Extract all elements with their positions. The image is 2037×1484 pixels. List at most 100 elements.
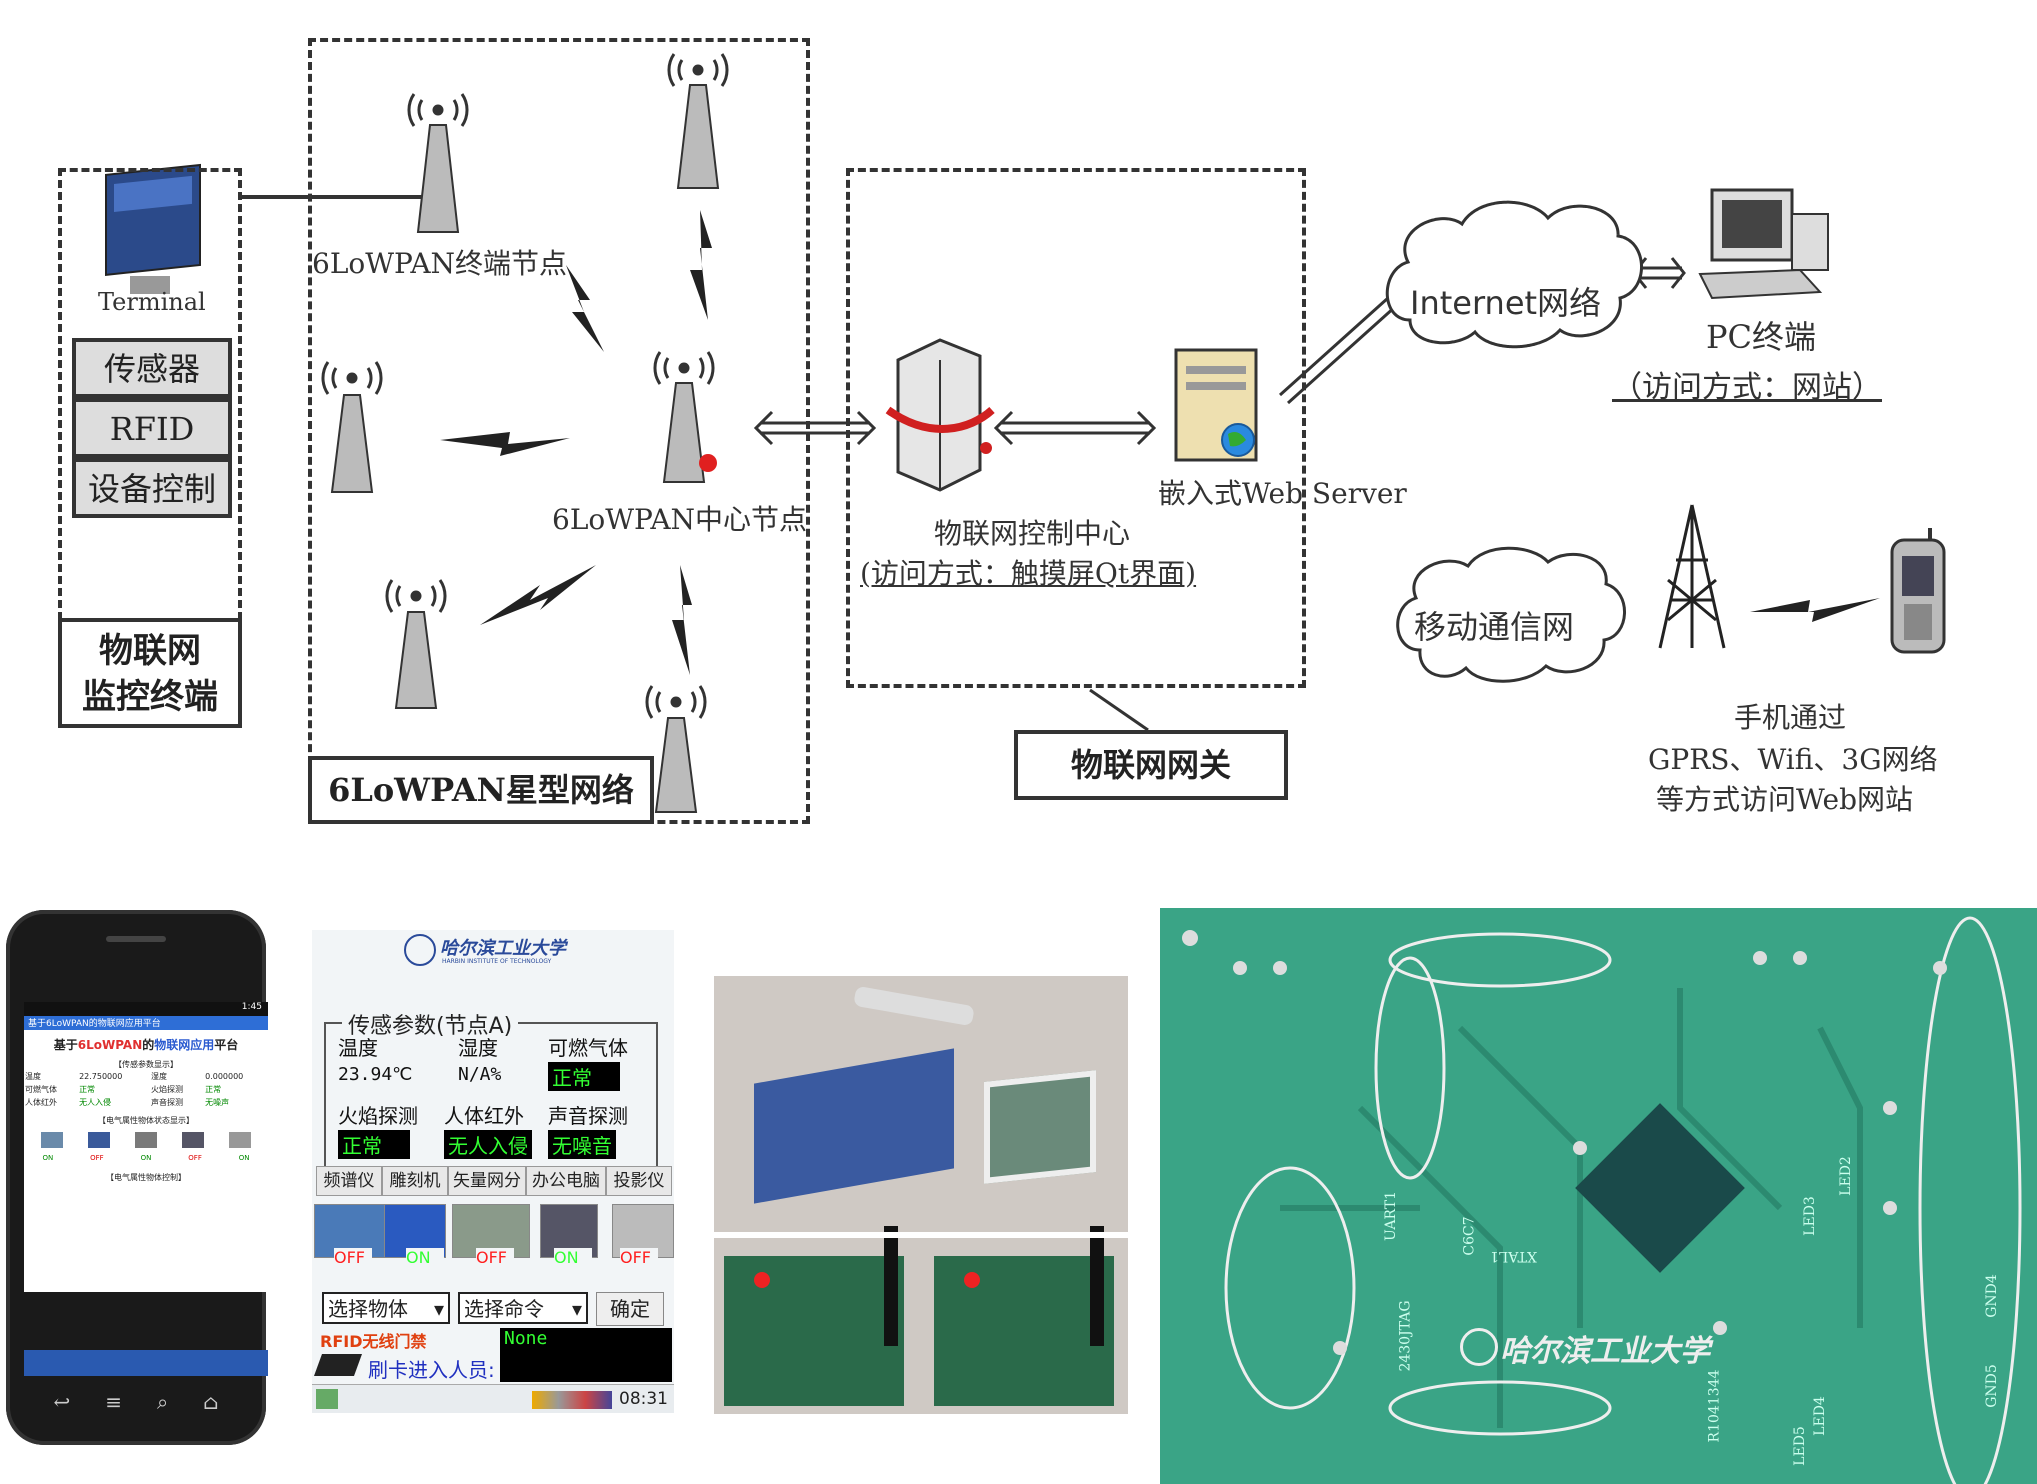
phone-header-part: 平台 <box>214 1038 239 1052</box>
phone-device-states: ON OFF ON OFF ON <box>24 1154 268 1162</box>
phone-screen: 1:45 基于6LoWPAN的物联网应用平台 基于6LoWPAN的物联网应用平台… <box>24 1002 268 1292</box>
web-server-icon <box>1174 348 1258 462</box>
cell: 0.000000 <box>205 1072 244 1081</box>
tab-engraver[interactable]: 雕刻机 <box>382 1166 448 1196</box>
cell: 可燃气体 <box>25 1085 57 1094</box>
home-icon[interactable]: ⌂ <box>203 1390 219 1414</box>
sensor-box: 传感器 <box>72 338 232 398</box>
led-red <box>754 1272 770 1288</box>
phone-note-line2: GPRS、Wifi、3G网络 <box>1648 743 1938 776</box>
device-icon <box>134 1132 157 1148</box>
switch-vna[interactable]: OFF <box>476 1248 514 1274</box>
humidity-value: N/A% <box>458 1064 502 1085</box>
internet-label: Internet网络 <box>1410 284 1602 322</box>
phone-header-part: 6LoWPAN <box>77 1038 143 1052</box>
qt-group-title: 传感参数(节点A) <box>342 1008 519 1040</box>
tab-office-pc[interactable]: 办公电脑 <box>526 1166 606 1196</box>
sensor-label: 传感器 <box>103 350 200 388</box>
web-server-label: 嵌入式Web Server <box>1158 477 1407 510</box>
tab-vna[interactable]: 矢量网分 <box>448 1166 526 1196</box>
cell: 无噪声 <box>205 1098 230 1107</box>
pcb-label: GND4 <box>1983 1274 2000 1318</box>
device-state: ON <box>42 1154 54 1162</box>
node-board-left <box>724 1256 904 1406</box>
gateway-group <box>846 168 1306 688</box>
menu-icon[interactable]: ≡ <box>105 1390 122 1414</box>
monitor-terminal-box: 物联网 监控终端 <box>58 618 242 728</box>
card-reader-icon <box>313 1354 363 1376</box>
gas-label: 可燃气体 <box>548 1036 628 1060</box>
pcb-label: 2430JTAG <box>1397 1300 1414 1372</box>
phone-note-line3: 等方式访问Web网站 <box>1656 783 1913 816</box>
sensor-node-icon <box>330 84 720 813</box>
device-state: OFF <box>90 1154 104 1162</box>
device-icon <box>229 1132 252 1148</box>
qt-university-logo <box>404 934 436 966</box>
switch-office-pc[interactable]: ON <box>554 1248 592 1274</box>
select-object-dropdown[interactable]: 选择物体 ▾ <box>322 1292 450 1324</box>
usb-cable <box>853 985 975 1027</box>
rfid-title: RFID无线门禁 <box>320 1332 427 1351</box>
switch-projector[interactable]: OFF <box>620 1248 658 1274</box>
pcb-university-text: 哈尔滨工业大学 <box>1500 1334 1710 1369</box>
select-command-dropdown[interactable]: 选择命令 ▾ <box>458 1292 588 1324</box>
switch-spectrum[interactable]: OFF <box>334 1248 372 1274</box>
cell: 温度 <box>25 1072 41 1081</box>
tab-spectrum[interactable]: 频谱仪 <box>316 1166 382 1196</box>
cell-tower-icon <box>1658 504 1726 649</box>
table-row: 可燃气体正常火焰探测正常 <box>24 1083 268 1096</box>
back-icon[interactable]: ↩ <box>53 1390 71 1414</box>
control-center-label: 物联网控制中心 <box>934 517 1131 550</box>
touch-screen <box>984 1070 1096 1184</box>
monitor-label-line2: 监控终端 <box>82 677 218 717</box>
antenna-right <box>1090 1226 1104 1346</box>
device-state: OFF <box>188 1154 202 1162</box>
device-state: ON <box>140 1154 152 1162</box>
control-center-server-icon <box>885 338 995 492</box>
pc-terminal-icon <box>1698 188 1829 300</box>
temp-value: 23.94℃ <box>338 1064 413 1085</box>
ir-status: 无人入侵 <box>444 1130 532 1159</box>
confirm-button[interactable]: 确定 <box>596 1292 664 1326</box>
star-network-box: 6LoWPAN星型网络 <box>308 756 654 824</box>
monitor-label-line1: 物联网 <box>99 631 201 671</box>
photo-divider <box>714 1232 1128 1238</box>
phone-status-time: 1:45 <box>241 1002 262 1012</box>
sound-status: 无噪音 <box>548 1130 616 1159</box>
taskbar-clock: 08:31 <box>619 1389 668 1409</box>
sound-label: 声音探测 <box>548 1104 628 1128</box>
pcb-university-logo <box>1460 1328 1498 1366</box>
pcb-label: R1041344 <box>1706 1369 1723 1443</box>
card-value-field: None <box>500 1328 672 1382</box>
gateway-label: 物联网网关 <box>1070 746 1231 784</box>
pcb-label: LED5 <box>1791 1426 1808 1466</box>
pcb-label: GND5 <box>1983 1364 2000 1408</box>
phone-header: 基于6LoWPAN的物联网应用平台 <box>24 1036 268 1053</box>
cell: 声音探测 <box>151 1098 184 1107</box>
tab-projector[interactable]: 投影仪 <box>606 1166 672 1196</box>
device-icon <box>87 1132 110 1148</box>
device-icon <box>182 1132 205 1148</box>
humidity-label: 湿度 <box>458 1036 498 1060</box>
search-icon[interactable]: ⌕ <box>156 1390 169 1414</box>
pcb-label: LED2 <box>1837 1156 1854 1196</box>
qt-taskbar: 08:31 <box>312 1384 674 1413</box>
cell: 正常 <box>205 1085 222 1094</box>
pcb-label: XTAL1 <box>1490 1248 1537 1264</box>
chevron-down-icon: ▾ <box>433 1297 444 1321</box>
cell: 22.750000 <box>79 1072 123 1081</box>
wireless-link-icon <box>440 210 1880 675</box>
phone-header-part: 基于 <box>53 1038 78 1052</box>
led-red <box>964 1272 980 1288</box>
table-row: 人体红外无人入侵声音探测无噪声 <box>24 1096 268 1109</box>
switch-engraver[interactable]: ON <box>406 1248 444 1274</box>
rfid-label: RFID <box>109 410 195 448</box>
phone-device-icons <box>28 1132 264 1148</box>
phone-speaker <box>106 936 166 942</box>
phone-hardware-buttons: ↩ ≡ ⌕ ⌂ <box>36 1390 236 1420</box>
start-icon[interactable] <box>316 1389 338 1409</box>
device-control-box: 设备控制 <box>72 458 232 518</box>
phone-header-part: 的 <box>142 1038 155 1052</box>
hardware-photo <box>714 976 1128 1414</box>
